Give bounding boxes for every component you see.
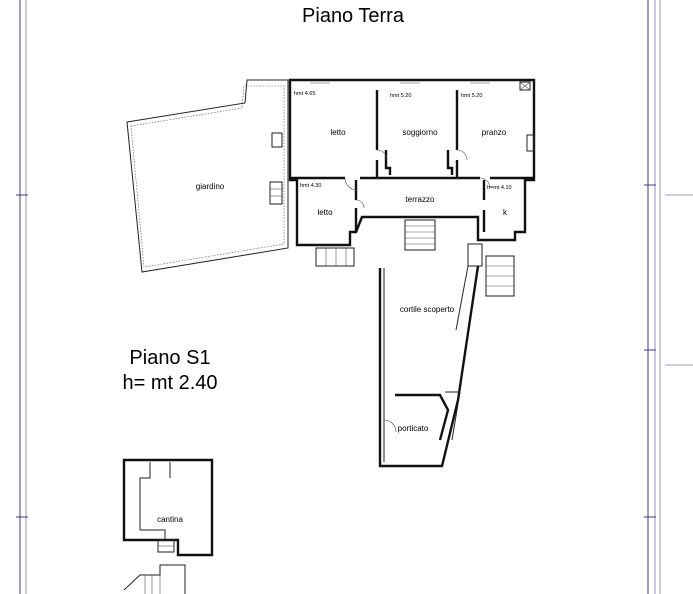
house-walls xyxy=(288,78,536,247)
height-label-soggiorno: hmt 5.20 xyxy=(390,93,411,99)
room-label-letto-1: letto xyxy=(330,128,346,137)
room-label-cortile: cortile scoperto xyxy=(400,305,455,314)
room-label-porticato: porticato xyxy=(398,424,429,433)
room-label-pranzo: pranzo xyxy=(482,128,507,137)
cellar-walls xyxy=(122,458,214,594)
title-ground-floor: Piano Terra xyxy=(302,5,405,27)
room-label-soggiorno: soggiorno xyxy=(402,128,438,137)
room-label-cantina: cantina xyxy=(157,515,183,524)
height-label-letto-2: hmt 4.30 xyxy=(300,183,321,189)
height-label-k: h=mt 4.10 xyxy=(487,185,512,191)
room-label-k: k xyxy=(503,208,508,217)
room-label-terrazzo: terrazzo xyxy=(406,195,435,204)
height-label-letto-1: hmt 4.65 xyxy=(294,91,315,97)
sheet-frame xyxy=(16,0,693,594)
room-label-letto-2: letto xyxy=(317,208,333,217)
stairs xyxy=(315,219,515,297)
garden-outline xyxy=(126,79,289,273)
height-label-pranzo: hmt 5.20 xyxy=(461,93,482,99)
room-label-giardino: giardino xyxy=(196,182,225,191)
title-basement: Piano S1 xyxy=(129,347,210,369)
courtyard-walls xyxy=(378,265,480,468)
basement-height-label: h= mt 2.40 xyxy=(122,372,217,394)
